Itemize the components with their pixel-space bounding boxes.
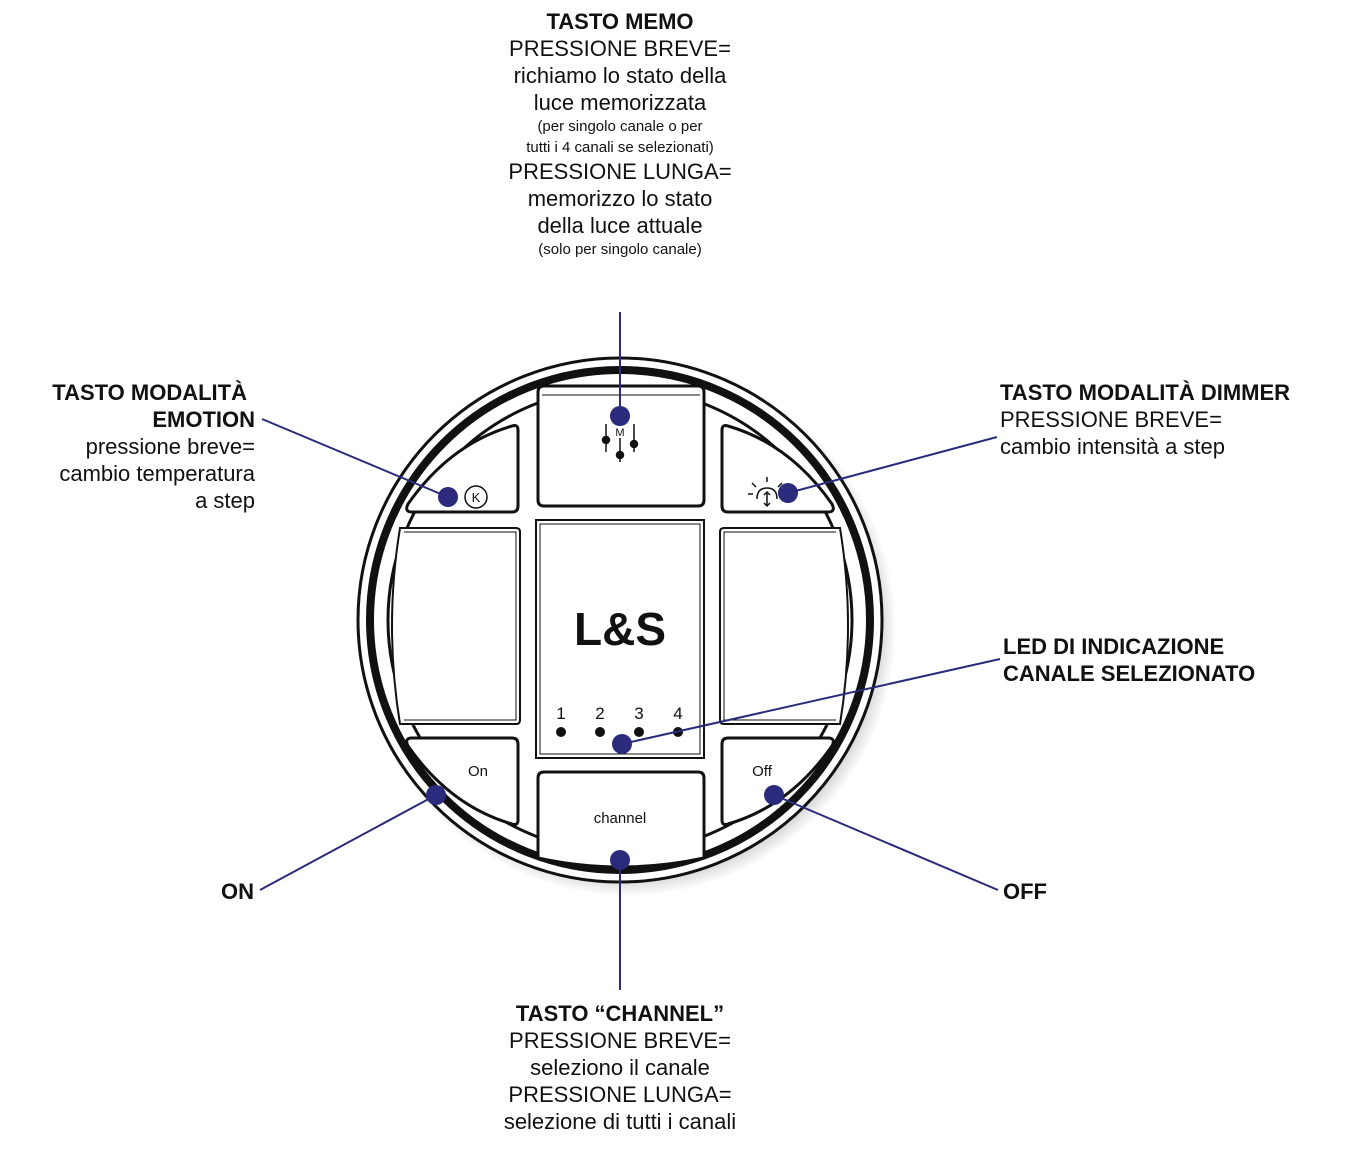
channel-key-label: channel	[594, 810, 647, 827]
dimmer-callout-title: TASTO MODALITÀ DIMMER	[1000, 380, 1291, 405]
on-callout-line	[259, 794, 437, 891]
on-callout-title: ON	[221, 879, 254, 904]
dimmer-callout: TASTO MODALITÀ DIMMER PRESSIONE BREVE= c…	[1000, 379, 1368, 460]
memo-callout-note3: (solo per singolo canale)	[538, 241, 702, 258]
memo-callout-line4: PRESSIONE LUNGA=	[508, 159, 732, 184]
memo-callout-note2: tutti i 4 canali se selezionati)	[526, 139, 714, 156]
memo-callout-line5: memorizzo lo stato	[527, 186, 713, 211]
left-side-panel	[391, 527, 521, 725]
led-number-1: 1	[556, 704, 565, 723]
dimmer-callout-dot	[778, 483, 798, 503]
emotion-callout: TASTO MODALITÀ EMOTION pressione breve= …	[0, 379, 255, 514]
led-callout-title2: CANALE SELEZIONATO	[1003, 661, 1256, 686]
channel-key[interactable]	[536, 770, 706, 869]
memo-callout: TASTO MEMO PRESSIONE BREVE= richiamo lo …	[420, 8, 820, 260]
memo-callout-line1: PRESSIONE BREVE=	[509, 36, 731, 61]
emotion-callout-dot	[438, 487, 458, 507]
emotion-callout-line1: pressione breve=	[85, 434, 255, 459]
led-callout-dot	[612, 734, 632, 754]
memo-key[interactable]	[536, 384, 706, 508]
channel-callout: TASTO “CHANNEL” PRESSIONE BREVE= selezio…	[420, 1000, 820, 1135]
right-side-panel	[719, 527, 849, 725]
on-key[interactable]	[405, 736, 520, 826]
off-key-label: Off	[752, 763, 773, 780]
dimmer-key[interactable]	[720, 424, 835, 514]
channel-callout-line4: selezione di tutti i canali	[503, 1109, 737, 1134]
emotion-callout-title2: EMOTION	[152, 407, 255, 432]
memo-sliders-icon	[601, 424, 639, 462]
off-callout-line	[773, 794, 999, 891]
dimmer-callout-line2: cambio intensità a step	[1000, 434, 1226, 459]
callout-lines	[259, 312, 1001, 990]
memo-callout-dot	[610, 406, 630, 426]
led-callout-title1: LED DI INDICAZIONE	[1003, 634, 1225, 659]
on-callout-dot	[426, 785, 446, 805]
off-callout-dot	[764, 785, 784, 805]
on-key-label: On	[468, 763, 488, 780]
emotion-callout-title1: TASTO MODALITÀ	[52, 380, 247, 405]
led-callout: LED DI INDICAZIONE CANALE SELEZIONATO	[1003, 633, 1363, 687]
off-callout: OFF	[1003, 878, 1123, 905]
off-callout-title: OFF	[1003, 879, 1047, 904]
brand-logo: L&S	[574, 603, 666, 655]
memo-callout-title: TASTO MEMO	[546, 9, 694, 34]
dimmer-bulb-icon	[748, 477, 783, 508]
led-callout-line	[621, 658, 1001, 745]
center-display-panel	[535, 519, 705, 759]
channel-callout-dot	[610, 850, 630, 870]
memo-callout-line2: richiamo lo stato della	[513, 63, 727, 88]
emotion-callout-line	[261, 418, 449, 498]
memo-icon-letter: M	[615, 427, 624, 439]
emotion-callout-line2: cambio temperatura	[59, 461, 255, 486]
channel-callout-line2: seleziono il canale	[530, 1055, 710, 1080]
on-callout: ON	[150, 878, 254, 905]
channel-callout-line1: PRESSIONE BREVE=	[509, 1028, 731, 1053]
off-key[interactable]	[720, 736, 835, 826]
led-1	[556, 727, 566, 737]
led-number-2: 2	[595, 704, 604, 723]
led-2	[595, 727, 605, 737]
led-number-3: 3	[634, 704, 643, 723]
memo-callout-line3: luce memorizzata	[533, 90, 707, 115]
dimmer-callout-line1: PRESSIONE BREVE=	[1000, 407, 1222, 432]
led-number-4: 4	[673, 704, 682, 723]
kelvin-icon-letter: K	[472, 490, 481, 505]
callout-dots	[426, 406, 798, 870]
dimmer-callout-line	[787, 436, 998, 494]
memo-callout-line6: della luce attuale	[537, 213, 703, 238]
memo-callout-note1: (per singolo canale o per	[537, 118, 703, 135]
channel-callout-title: TASTO “CHANNEL”	[515, 1001, 725, 1026]
emotion-callout-line3: a step	[195, 488, 255, 513]
led-3	[634, 727, 644, 737]
channel-callout-line3: PRESSIONE LUNGA=	[508, 1082, 732, 1107]
kelvin-icon: K	[464, 485, 488, 509]
